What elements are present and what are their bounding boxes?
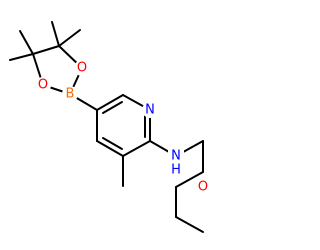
bond-c2-c3 <box>122 140 151 157</box>
bond-c1-me-a <box>9 53 34 61</box>
bond-c1-c2 <box>32 45 60 55</box>
atom-labels: O O B N N H O <box>35 60 211 195</box>
bond-c2-me-b <box>58 29 81 47</box>
bond-c2-me-a <box>51 21 60 47</box>
atom-h-amine: H <box>171 163 181 178</box>
bond-c3-c4-double <box>102 137 123 150</box>
structure-diagram: O O B N N H O <box>9 21 211 233</box>
atom-o2: O <box>77 61 87 76</box>
bond-c1-me-b <box>19 30 34 55</box>
atom-n-ring: N <box>145 103 155 118</box>
bonds <box>9 21 204 233</box>
atom-o-ether: O <box>198 180 208 195</box>
bond-c5-c6-double <box>102 101 123 114</box>
bond-ch2b-ch2c <box>175 171 204 188</box>
atom-b: B <box>66 87 75 102</box>
bond-c5-c6 <box>96 94 124 111</box>
atom-o1: O <box>38 78 48 93</box>
bond-o-ch3 <box>175 216 204 233</box>
bond-c3-c4 <box>96 140 124 157</box>
atom-n-amine: N <box>171 149 181 164</box>
